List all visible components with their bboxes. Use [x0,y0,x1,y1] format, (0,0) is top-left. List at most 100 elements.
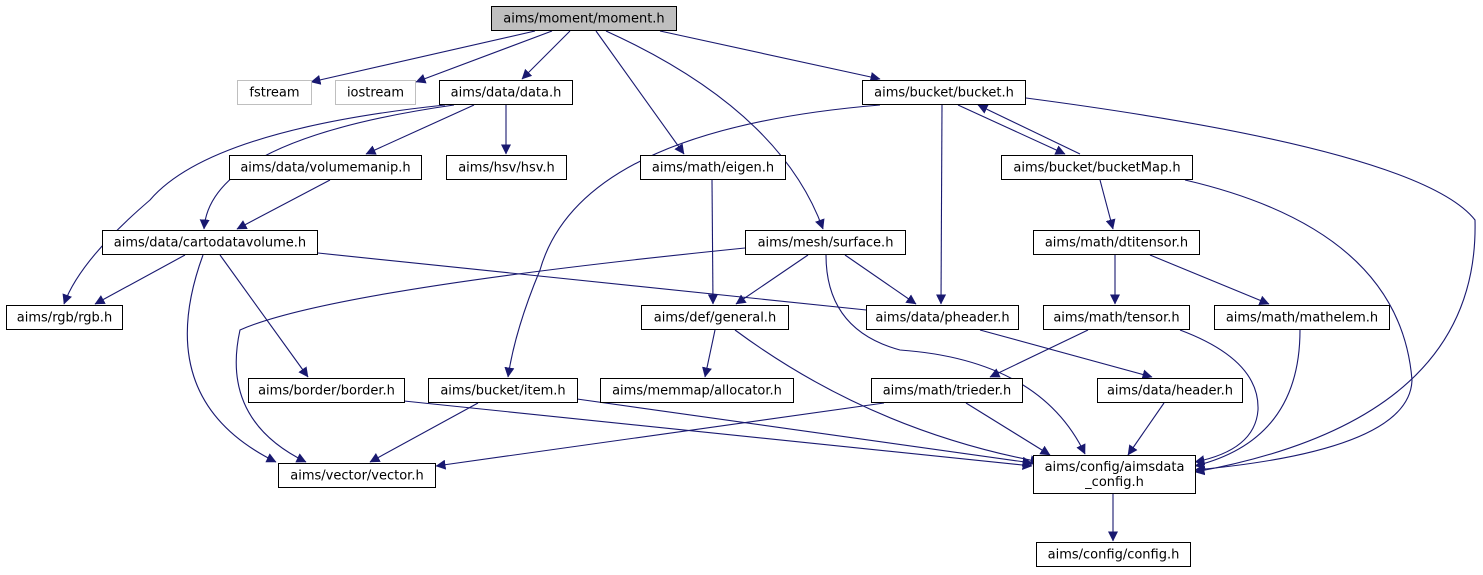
node-pheader[interactable]: aims/data/pheader.h [866,305,1019,330]
node-volumemanip[interactable]: aims/data/volumemanip.h [229,155,422,180]
node-label: fstream [249,86,299,101]
node-header[interactable]: aims/data/header.h [1097,378,1243,403]
node-label: aims/bucket/item.h [440,384,565,399]
node-label: aims/math/mathelem.h [1226,311,1378,326]
edge-data-to-cartodatavolume [199,104,455,230]
node-surface[interactable]: aims/mesh/surface.h [745,230,906,255]
edge-cartodatavolume-to-border [219,254,309,378]
edge-moment-to-eigen [595,30,685,155]
node-label: aims/math/trieder.h [883,384,1012,399]
node-allocator[interactable]: aims/memmap/allocator.h [600,378,794,403]
node-box [640,155,786,180]
edge-surface-to-general [735,254,809,305]
node-bucket[interactable]: aims/bucket/bucket.h [862,80,1026,105]
node-box [446,155,567,180]
node-border[interactable]: aims/border/border.h [248,378,405,403]
node-data[interactable]: aims/data/data.h [439,80,573,105]
node-label: aims/config/aimsdata [1045,460,1185,475]
edge-item-to-aimsdata_config [576,398,1033,467]
node-label: aims/data/volumemanip.h [240,161,410,176]
node-vector[interactable]: aims/vector/vector.h [278,463,436,488]
edge-cartodatavolume-to-pheader [317,252,877,315]
edge-cartodatavolume-to-vector [186,254,277,463]
node-label: aims/moment/moment.h [503,12,664,27]
node-box [6,305,123,330]
edge-general-to-allocator [702,329,716,378]
edge-bucket-to-bucketMap [957,104,1066,155]
node-label: aims/border/border.h [258,384,395,399]
node-label: aims/hsv/hsv.h [458,161,555,176]
node-label: _config.h [1084,475,1144,490]
node-iostream: iostream [335,80,416,105]
node-label: aims/data/data.h [451,86,562,101]
edge-surface-to-pheader [844,254,917,305]
node-aimsdata-config[interactable]: aims/config/aimsdata_config.h [1033,455,1196,494]
node-box [248,378,405,403]
edge-bucket-to-item [504,104,881,378]
edge-bucket-to-pheader [936,104,947,305]
node-label: aims/memmap/allocator.h [612,384,782,399]
node-item[interactable]: aims/bucket/item.h [428,378,578,403]
edge-moment-to-bucket [659,30,881,82]
node-box [491,6,677,31]
node-box [600,378,794,403]
edge-moment-to-fstream [310,30,536,85]
node-bucketMap[interactable]: aims/bucket/bucketMap.h [1001,155,1193,180]
node-mathelem[interactable]: aims/math/mathelem.h [1214,305,1390,330]
edge-trieder-to-aimsdata_config [965,402,1051,456]
edge-pheader-to-header [979,329,1153,380]
edge-border-to-aimsdata_config [403,400,1033,470]
edge-moment-to-data [521,30,571,80]
edge-surface-to-aimsdata_config [825,254,1086,455]
node-box [1036,542,1191,567]
node-box [745,230,906,255]
node-label: aims/mesh/surface.h [758,236,894,251]
node-box [641,305,789,330]
node-moment[interactable]: aims/moment/moment.h [491,6,677,31]
edge-moment-to-surface [605,30,825,230]
edge-moment-to-iostream [415,30,553,84]
node-box [866,305,1019,330]
edge-eigen-to-general [707,179,718,305]
nodes-layer: aims/moment/moment.h fstream iostream aims/… [6,6,1390,567]
edge-trieder-to-vector [435,402,885,470]
node-label: aims/math/eigen.h [652,161,774,176]
node-fstream: fstream [237,80,312,105]
node-label: aims/bucket/bucket.h [874,86,1014,101]
node-box [1097,378,1243,403]
edge-general-to-aimsdata_config [734,329,1041,466]
node-label: aims/def/general.h [654,311,776,326]
node-cartodatavolume[interactable]: aims/data/cartodatavolume.h [102,230,318,255]
edge-surface-to-vector [235,247,746,463]
edge-mathelem-to-aimsdata_config [1194,329,1301,469]
node-trieder[interactable]: aims/math/trieder.h [871,378,1023,403]
node-hsv[interactable]: aims/hsv/hsv.h [446,155,567,180]
node-general[interactable]: aims/def/general.h [641,305,789,330]
node-box [229,155,422,180]
node-box [1033,455,1196,494]
edge-bucketMap-to-bucket [977,104,1081,155]
node-label: aims/math/dtitensor.h [1045,236,1188,251]
edge-tensor-to-aimsdata_config [1179,329,1259,466]
node-label: aims/bucket/bucketMap.h [1013,161,1180,176]
node-box [102,230,318,255]
node-label: aims/data/pheader.h [875,311,1009,326]
node-box [871,378,1023,403]
edge-cartodatavolume-to-rgb [94,254,186,305]
node-label: aims/config/config.h [1048,548,1180,563]
node-tensor[interactable]: aims/math/tensor.h [1043,305,1190,330]
node-eigen[interactable]: aims/math/eigen.h [640,155,786,180]
edge-item-to-vector [369,402,479,463]
edges-layer [62,30,1476,542]
node-label: aims/math/tensor.h [1053,311,1179,326]
node-box [428,378,578,403]
node-box [237,80,312,105]
node-label: iostream [347,86,404,101]
node-box [1214,305,1390,330]
node-label: aims/rgb/rgb.h [17,311,112,326]
node-dtitensor[interactable]: aims/math/dtitensor.h [1033,230,1200,255]
node-rgb[interactable]: aims/rgb/rgb.h [6,305,123,330]
edge-header-to-aimsdata_config [1127,402,1165,456]
node-config[interactable]: aims/config/config.h [1036,542,1191,567]
